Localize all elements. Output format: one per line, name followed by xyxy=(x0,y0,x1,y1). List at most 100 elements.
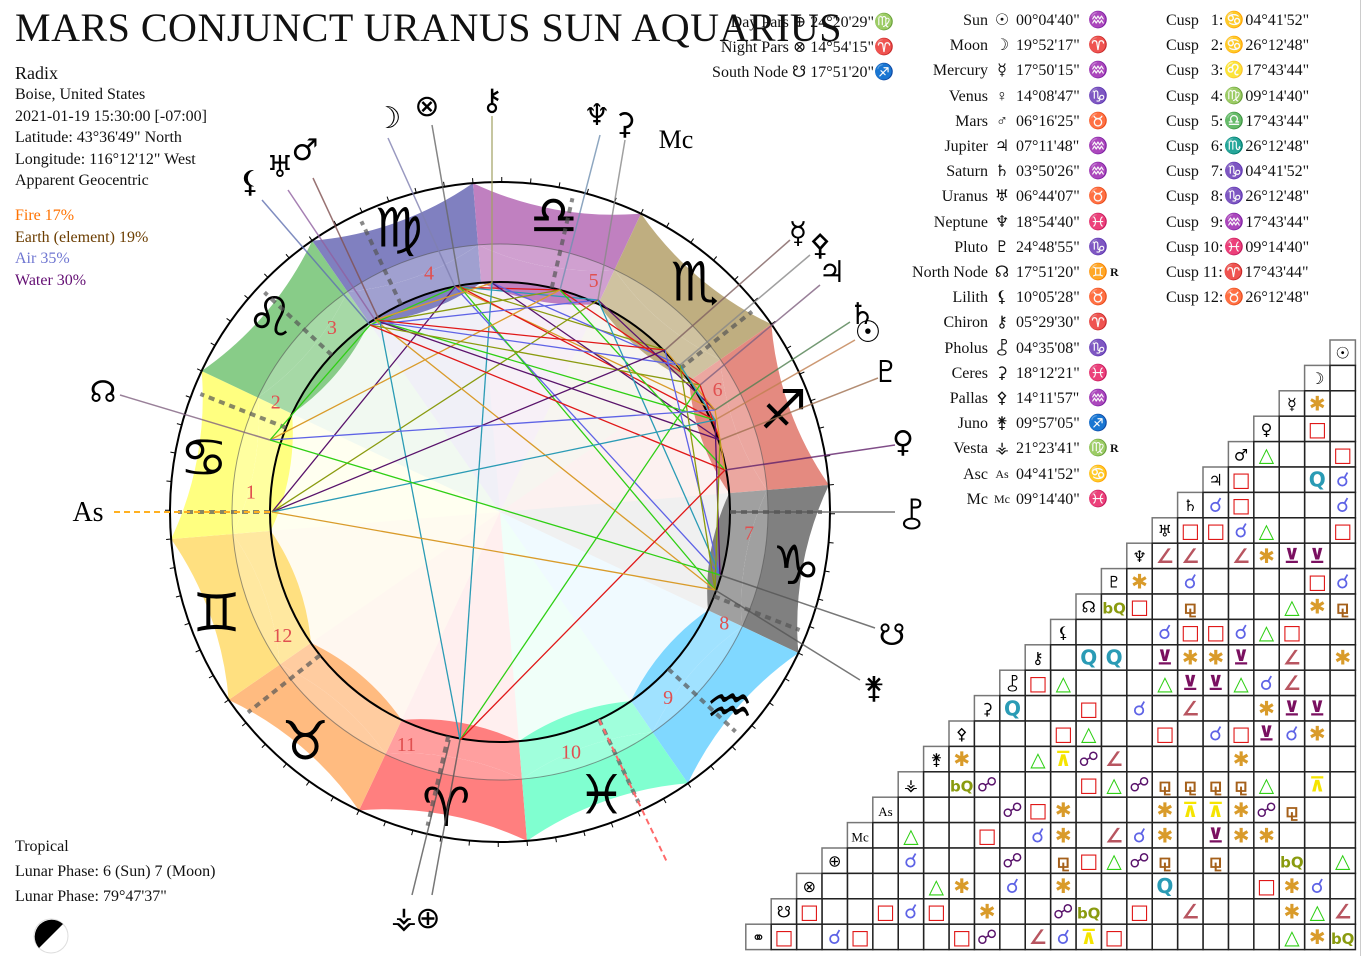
cusp-degree: 17°43'44" xyxy=(1245,213,1310,231)
degree-tick xyxy=(809,626,815,629)
planet-connector xyxy=(287,189,376,321)
grid-label-cell xyxy=(745,923,772,951)
grid-cell xyxy=(1329,364,1357,392)
aspect-sx-icon: ✱ xyxy=(979,900,996,924)
aspect-sq-icon: □ xyxy=(1155,722,1174,746)
inner-sector xyxy=(270,512,500,643)
grid-cell xyxy=(1202,898,1230,925)
grid-cell xyxy=(821,872,849,900)
sign-icon: ♏ xyxy=(1224,138,1245,156)
grid-cell xyxy=(872,847,899,875)
aspect-sx-icon: ✱ xyxy=(953,747,970,771)
sign-icon: ♓ xyxy=(1088,490,1108,508)
lunar-phase: Lunar Phase: 6 (Sun) 7 (Moon) xyxy=(15,863,216,880)
inner-sector xyxy=(292,322,500,512)
saturn-icon: ♄ xyxy=(849,297,876,332)
aspect-sq-icon: □ xyxy=(851,925,870,949)
degree-tick xyxy=(690,238,694,243)
grid-cell xyxy=(1176,898,1204,925)
aspect-tr-icon: △ xyxy=(1310,900,1326,924)
aspect-line xyxy=(459,384,701,741)
aspect-cj-icon: ☌ xyxy=(1158,620,1171,644)
inner-sector xyxy=(500,381,730,512)
planet-name: Chiron xyxy=(943,314,988,332)
cusp-degree: 17°43'44" xyxy=(1245,112,1310,130)
degree-tick xyxy=(333,220,337,226)
chart-info: Radix Boise, United States 2021-01-19 15… xyxy=(15,62,207,192)
planet-degree: 09°57'05" xyxy=(1016,415,1080,433)
grid-cell xyxy=(1278,466,1306,494)
cusp-label: Cusp 10: xyxy=(1166,238,1224,256)
grid-cell xyxy=(922,796,950,824)
house-number: 10 xyxy=(561,742,581,764)
grid-cell xyxy=(1329,669,1357,697)
lilith-icon: ⚸ xyxy=(239,165,261,200)
aspect-cj-icon: ☌ xyxy=(904,900,917,924)
planet-degree: 06°16'25" xyxy=(1016,112,1080,130)
aspect-bq-icon: bQ xyxy=(1102,600,1126,618)
zodiac-sign-icon: ♓ xyxy=(577,763,625,826)
zodiac-sign-icon: ♈ xyxy=(422,776,470,839)
night-pars-icon: ⊗ xyxy=(414,89,439,124)
aspect-sx-icon: ✱ xyxy=(1233,823,1250,847)
grid-cell xyxy=(1202,669,1230,697)
aspect-line xyxy=(379,321,681,366)
grid-cell xyxy=(846,872,874,900)
aspect-sq-icon: □ xyxy=(1232,468,1251,492)
inner-sector xyxy=(500,304,690,512)
cusp-label: Cusp 3: xyxy=(1166,62,1224,80)
sign-icon: ♑ xyxy=(1224,188,1245,206)
planet-name: Saturn xyxy=(946,163,988,181)
grid-cell xyxy=(1202,872,1230,900)
house-number: 7 xyxy=(744,523,754,545)
aspect-sesq-icon: ⚼ xyxy=(1056,849,1070,873)
aspect-sx-icon: ✱ xyxy=(1258,823,1275,847)
grid-label-icon: ⚭ xyxy=(752,928,765,947)
zodiac-type: Tropical xyxy=(15,838,69,855)
grid-cell xyxy=(1227,669,1255,697)
planet-connector xyxy=(714,589,861,681)
cusp-label: Cusp 2: xyxy=(1166,37,1224,55)
grid-cell xyxy=(1049,745,1077,773)
grid-cell xyxy=(1126,872,1153,900)
grid-label-icon: As xyxy=(878,804,892,819)
aspect-sq-icon: □ xyxy=(774,925,793,949)
aspect-line xyxy=(459,469,726,741)
planet-degree: 18°54'40" xyxy=(1016,213,1080,231)
planet-degree: 04°41'52" xyxy=(1016,465,1080,483)
aspect-bq-icon: bQ xyxy=(950,778,974,796)
grid-cell xyxy=(1126,720,1153,748)
planet-degree: 24°48'55" xyxy=(1016,238,1080,256)
grid-cell xyxy=(1151,567,1179,595)
degree-tick xyxy=(586,188,589,194)
grid-cell xyxy=(973,872,1001,900)
planet-degree: 17°51'20" xyxy=(1016,264,1080,282)
grid-cell xyxy=(1202,796,1230,824)
grid-cell xyxy=(1176,745,1204,773)
sign-icon: ♒ xyxy=(1088,163,1108,181)
south-node-icon: ☋ xyxy=(879,618,906,653)
cusp-row: Cusp 4:♍09°14'40" xyxy=(1166,84,1309,109)
mars-icon: ♂ xyxy=(292,133,319,168)
zodiac-sign-icon: ♏ xyxy=(670,250,718,313)
aspect-op-icon: ☍ xyxy=(1002,798,1022,822)
element-earth: Earth (element) 19% xyxy=(15,228,149,246)
aspect-line xyxy=(379,289,561,323)
degree-tick xyxy=(784,678,790,682)
aspect-sq-icon: □ xyxy=(1333,519,1352,543)
planet-row: Sun☉00°04'40"♒ xyxy=(890,8,1130,33)
aspect-line xyxy=(374,319,666,351)
house-cusp-line xyxy=(425,735,451,827)
grid-cell xyxy=(1303,618,1331,646)
aspect-ssq-icon: ∠ xyxy=(1283,671,1301,695)
sign-segment xyxy=(652,626,799,784)
planet-degree: 09°14'40" xyxy=(1016,490,1080,508)
planet-glyph-icon: ♅ xyxy=(994,188,1010,206)
degree-tick xyxy=(558,182,561,188)
sign-segment-inner xyxy=(279,642,402,755)
aspect-line xyxy=(369,299,599,326)
degree-tick xyxy=(637,811,641,817)
degree-tick xyxy=(810,398,816,402)
cusp-label: Cusp 12: xyxy=(1166,289,1224,307)
